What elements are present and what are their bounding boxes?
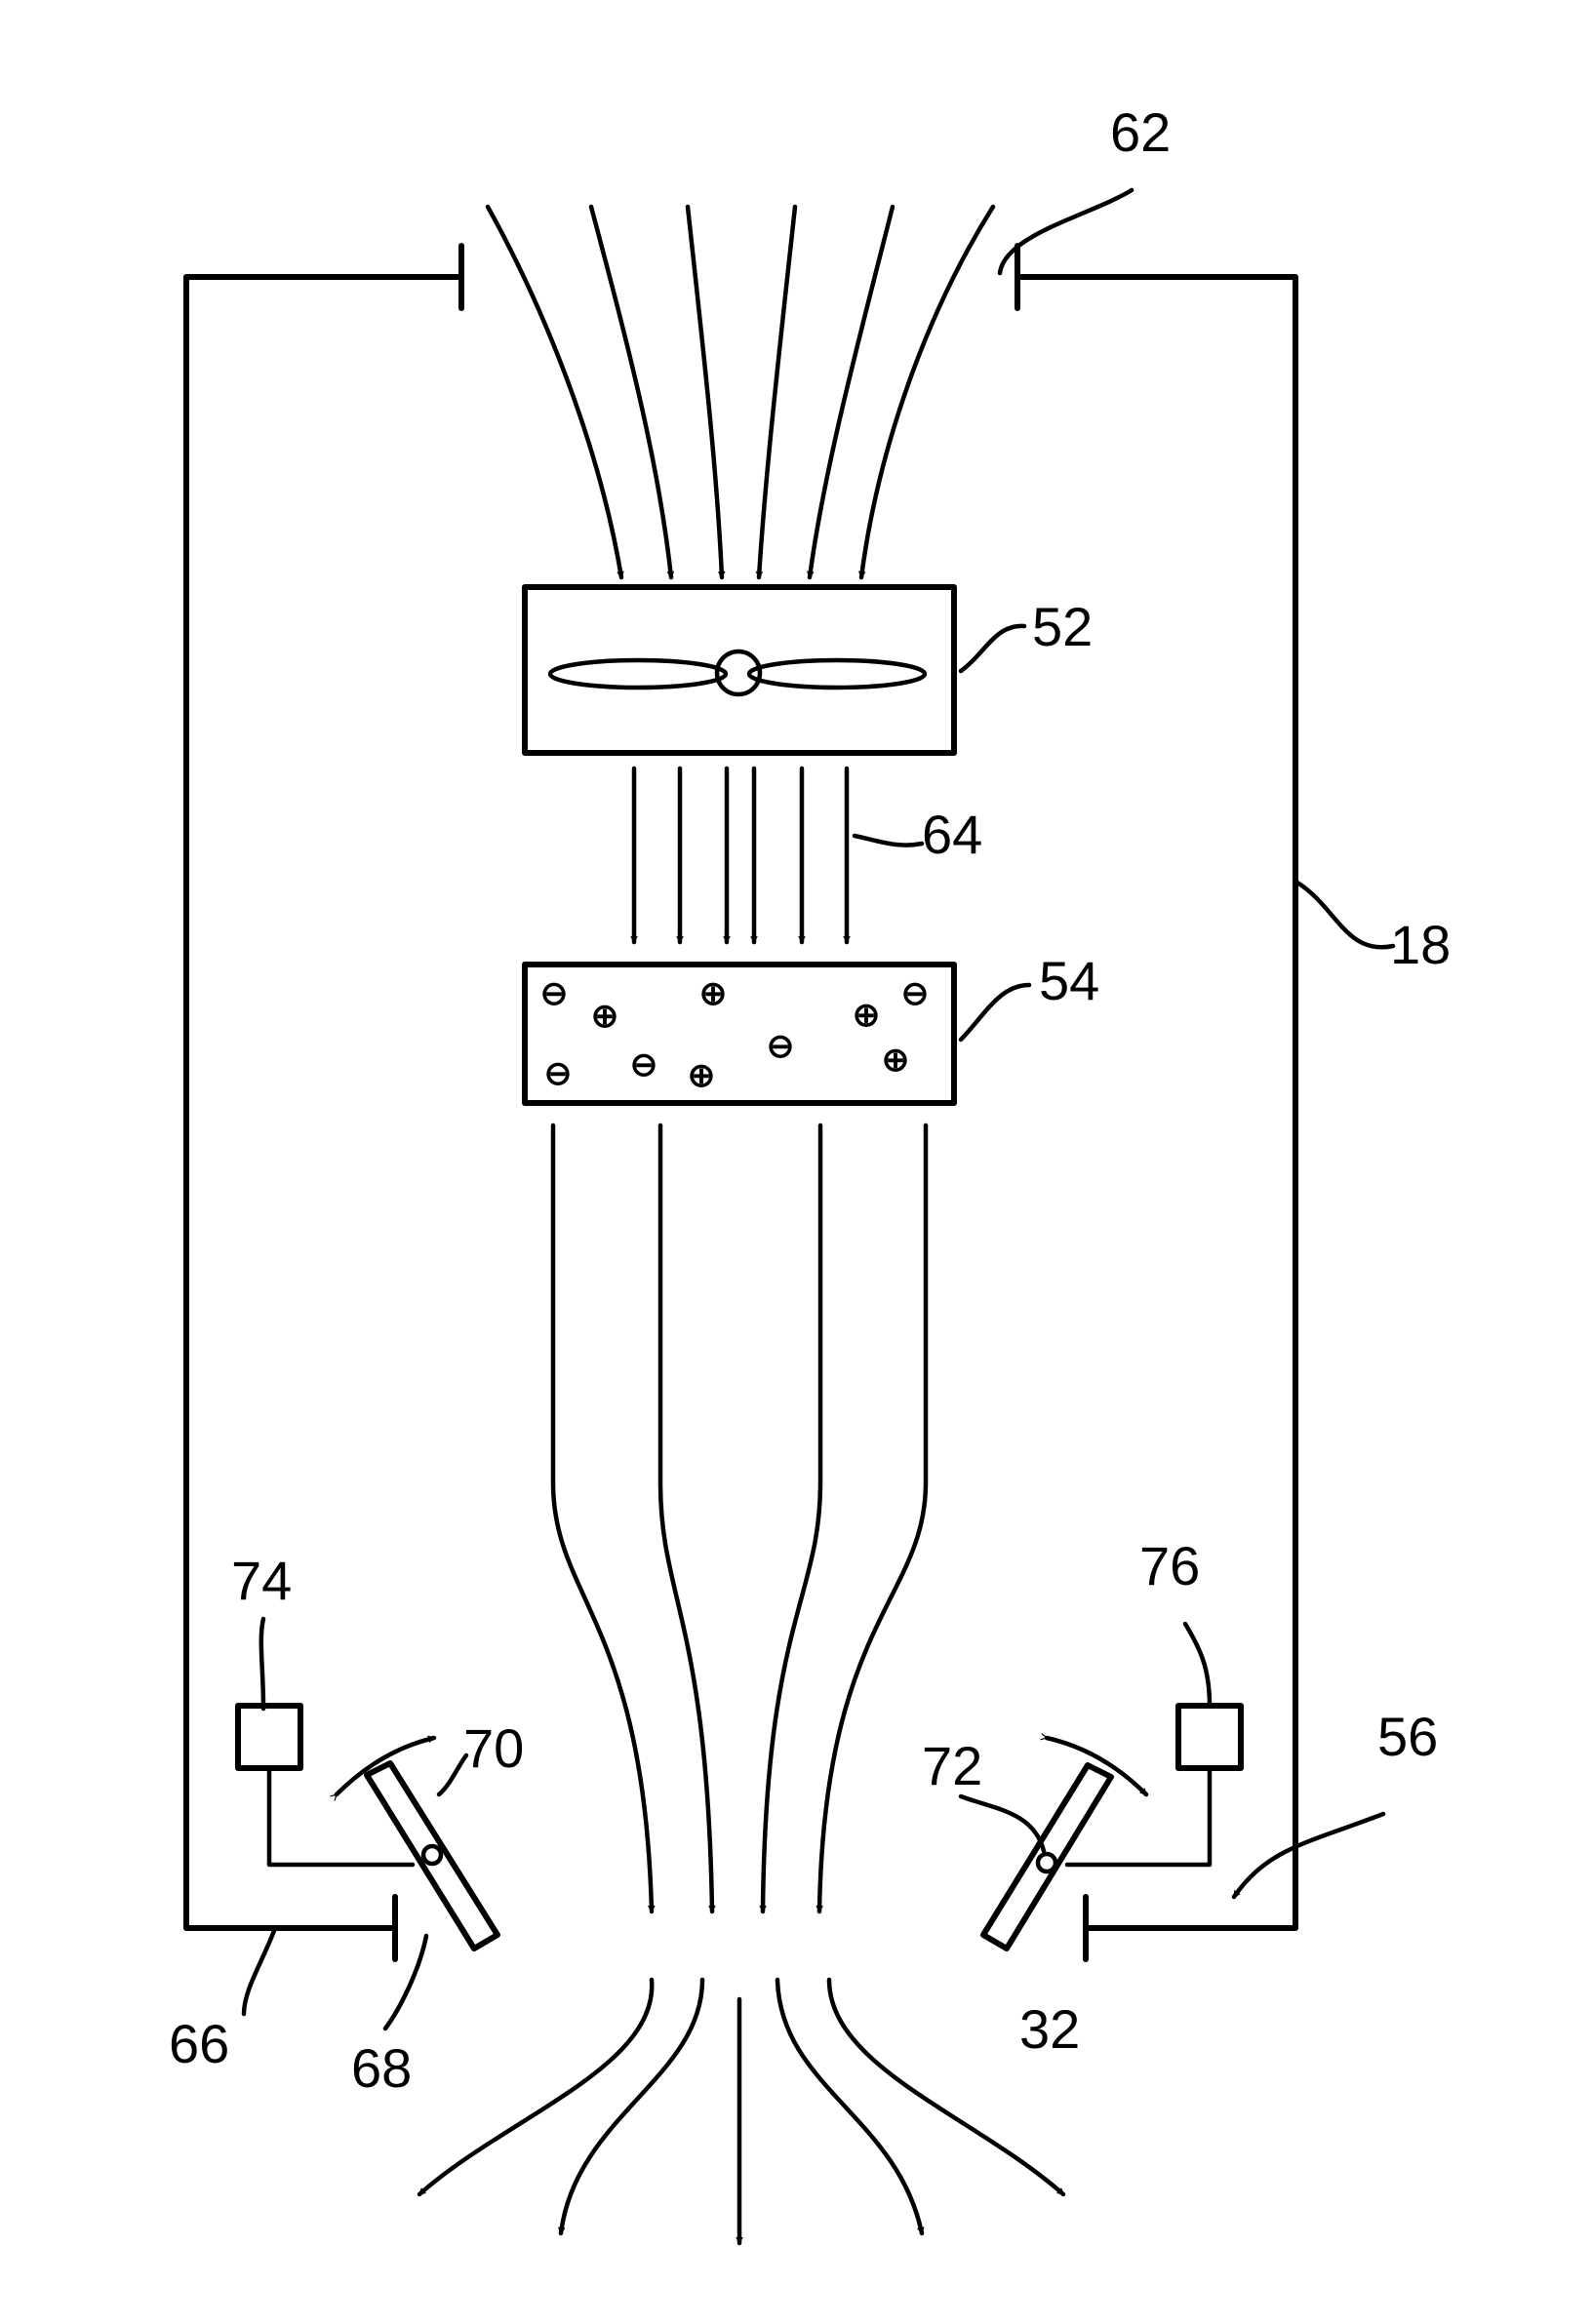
right-flap <box>983 1738 1146 1949</box>
label-70: 70 <box>463 1717 524 1779</box>
charge-plus: ⊕ <box>882 1042 910 1079</box>
label-72: 72 <box>922 1735 982 1796</box>
ionized-airflow-arrows <box>553 1125 926 1911</box>
label-52: 52 <box>1032 596 1093 657</box>
outlet-airflow-arrows <box>419 1980 1063 2243</box>
charge-minus: ⊖ <box>540 975 569 1012</box>
left-actuator <box>238 1706 413 1865</box>
fan-unit <box>525 587 954 753</box>
charge-minus: ⊖ <box>630 1046 658 1083</box>
fan-outflow-arrows <box>634 768 847 942</box>
charge-plus: ⊕ <box>699 975 728 1012</box>
leader-lines <box>244 190 1393 2029</box>
label-74: 74 <box>231 1550 292 1611</box>
label-62: 62 <box>1110 101 1171 163</box>
ionizer-unit: ⊖ ⊕ ⊕ ⊕ ⊖ ⊖ ⊖ ⊕ ⊖ ⊕ <box>525 965 954 1103</box>
label-56: 56 <box>1377 1706 1438 1767</box>
charge-minus: ⊖ <box>901 975 930 1012</box>
label-32: 32 <box>1019 1998 1080 2060</box>
charge-plus: ⊕ <box>853 997 881 1034</box>
label-66: 66 <box>169 2013 229 2074</box>
inlet-airflow-arrows <box>488 207 993 577</box>
charge-minus: ⊖ <box>767 1028 795 1065</box>
label-18: 18 <box>1390 914 1451 975</box>
charge-plus: ⊕ <box>591 998 619 1035</box>
charge-minus: ⊖ <box>544 1055 573 1092</box>
charge-plus: ⊕ <box>688 1057 716 1094</box>
right-actuator <box>1067 1706 1241 1865</box>
label-68: 68 <box>351 2037 412 2099</box>
label-54: 54 <box>1039 950 1099 1011</box>
label-64: 64 <box>922 804 982 865</box>
label-76: 76 <box>1139 1535 1200 1596</box>
